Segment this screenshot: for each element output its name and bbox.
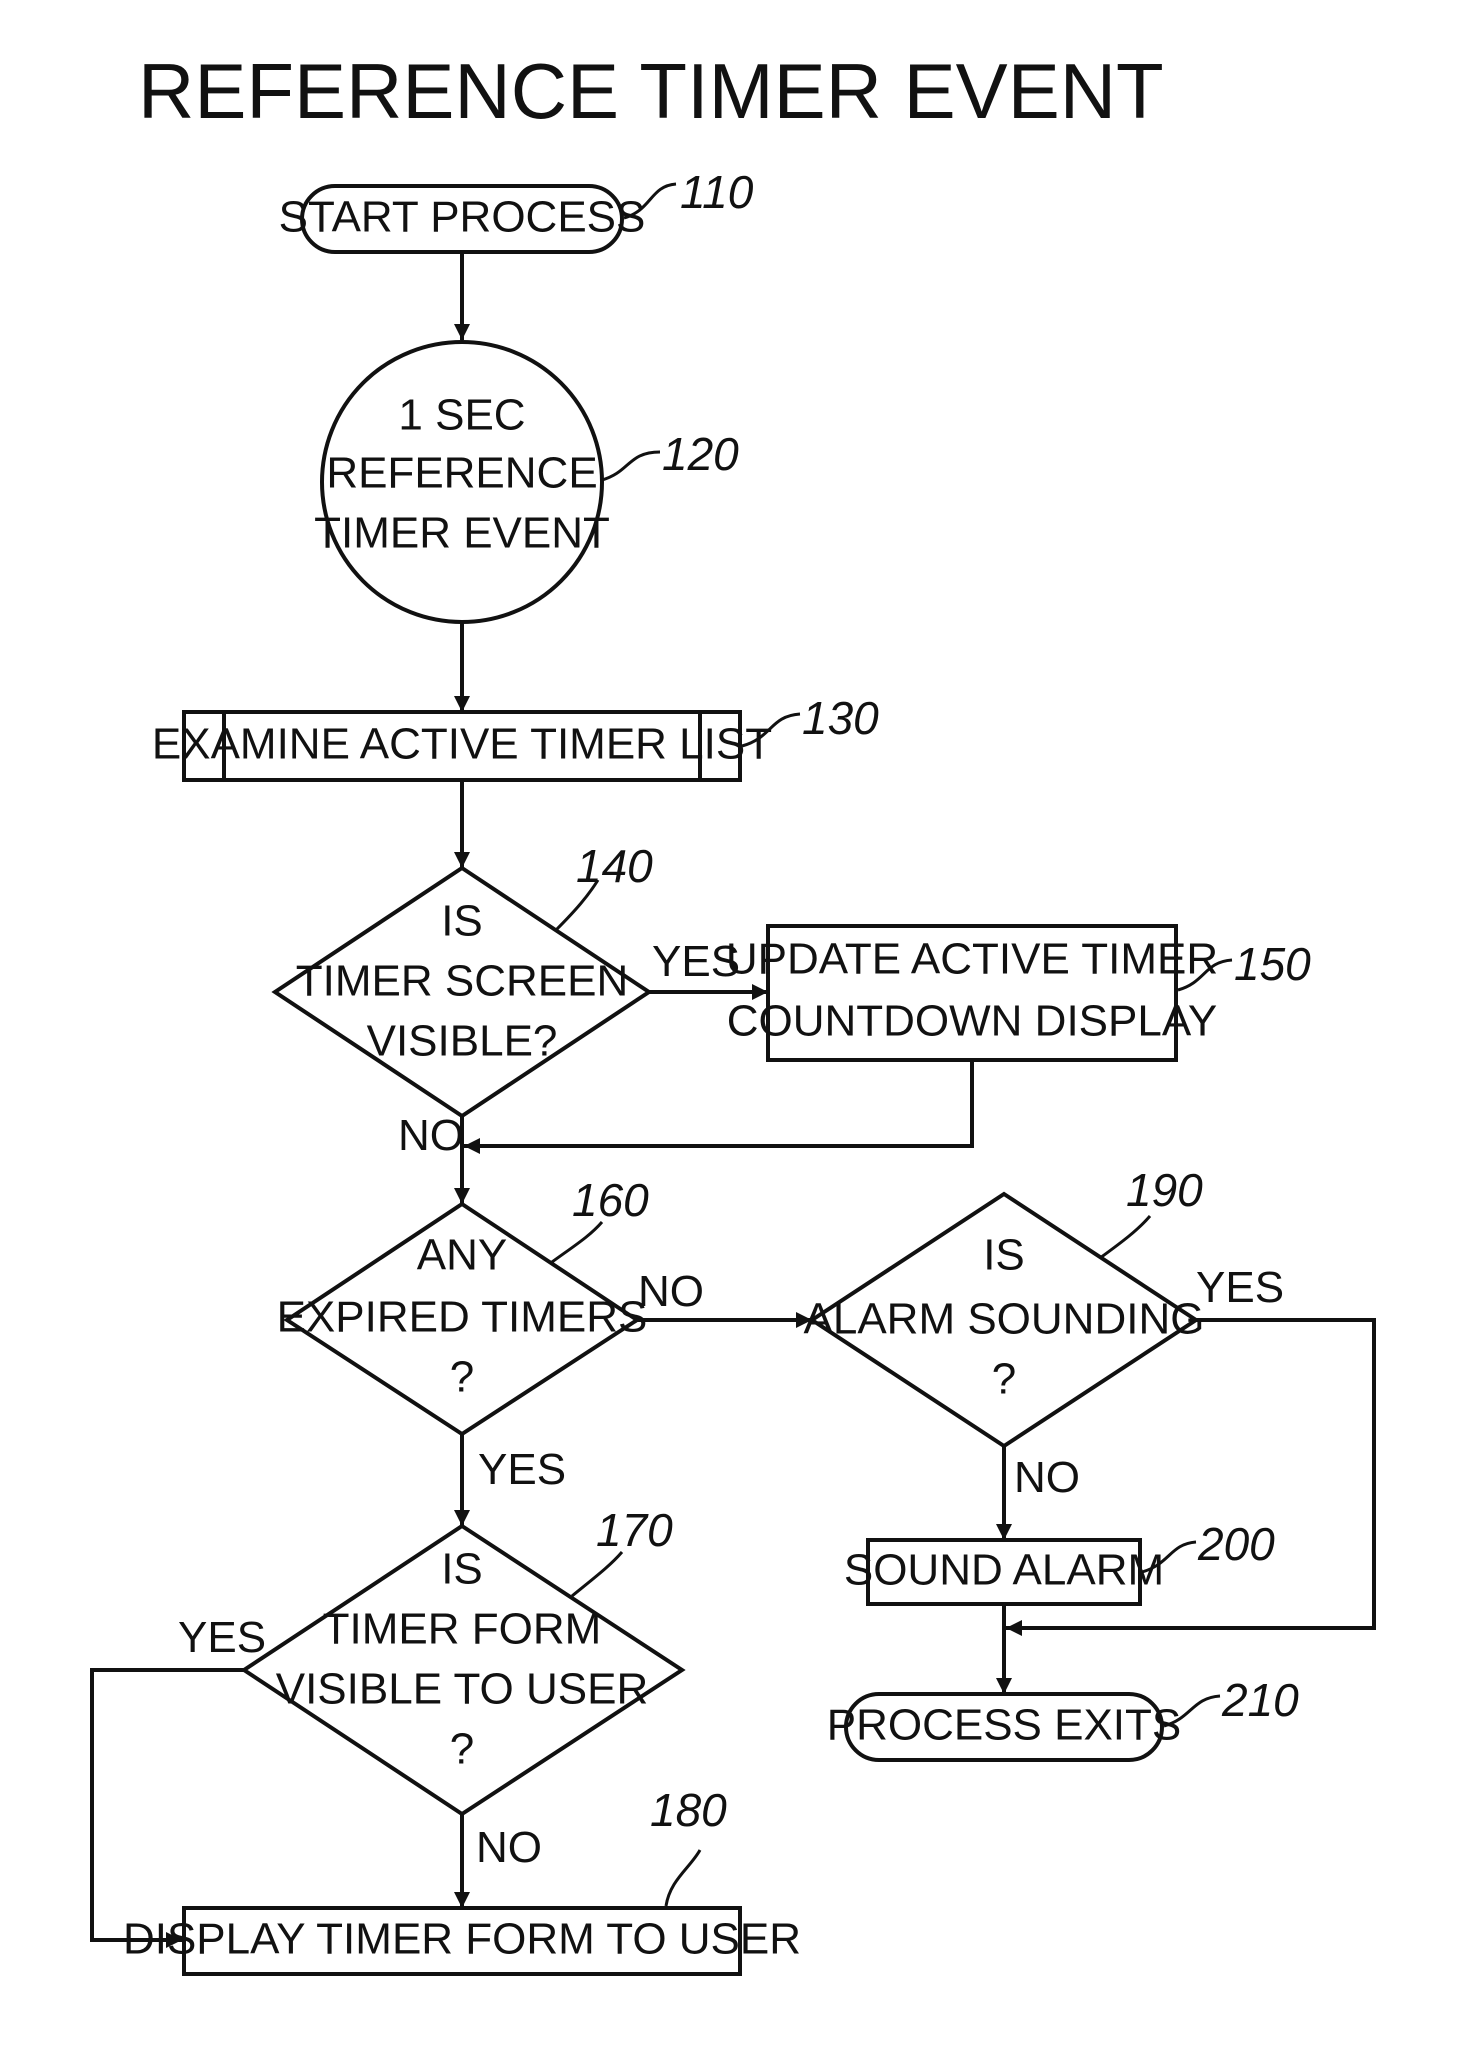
edge-label-form-no: NO [476,1823,542,1872]
screen-visible-line-1: IS [441,897,483,946]
ref-number-130: 130 [802,692,879,744]
ref-number-150: 150 [1234,938,1311,990]
timer-event-line-1: 1 SEC [398,391,525,440]
alarm-sounding-line-3: ? [992,1355,1016,1404]
ref-number-210: 210 [1221,1674,1299,1726]
node-alarm-sounding-decision: IS ALARM SOUNDING ? 190 [804,1164,1205,1446]
edge-label-alarm-no: NO [1014,1453,1080,1502]
expired-line-1: ANY [417,1231,507,1280]
examine-label: EXAMINE ACTIVE TIMER LIST [152,720,772,769]
screen-visible-line-3: VISIBLE? [367,1017,558,1066]
edge-label-expired-yes: YES [478,1445,566,1494]
ref-leader-190 [1100,1216,1150,1258]
ref-number-200: 200 [1197,1518,1275,1570]
ref-leader-170 [572,1552,622,1596]
node-examine-timer-list: EXAMINE ACTIVE TIMER LIST 130 [152,692,879,780]
edge-label-form-yes: YES [178,1613,266,1662]
form-visible-line-2: TIMER FORM [323,1605,602,1654]
node-process-exits: PROCESS EXITS 210 [827,1674,1299,1760]
form-visible-line-4: ? [450,1725,474,1774]
node-screen-visible-decision: IS TIMER SCREEN VISIBLE? 140 [275,840,653,1116]
sound-alarm-label: SOUND ALARM [844,1546,1164,1595]
node-timer-event: 1 SEC REFERENCE TIMER EVENT 120 [314,342,739,622]
ref-leader-180 [666,1850,700,1906]
update-line-2: COUNTDOWN DISPLAY [727,997,1218,1046]
ref-number-160: 160 [572,1174,649,1226]
screen-visible-line-2: TIMER SCREEN [296,957,628,1006]
ref-leader-160 [552,1222,602,1262]
node-expired-timers-decision: ANY EXPIRED TIMERS ? 160 [277,1174,650,1434]
node-form-visible-decision: IS TIMER FORM VISIBLE TO USER ? 170 [244,1504,682,1814]
diagram-title: REFERENCE TIMER EVENT [138,47,1164,135]
ref-number-180: 180 [650,1784,727,1836]
ref-leader-120 [602,452,660,480]
ref-number-140: 140 [576,840,653,892]
ref-number-120: 120 [662,428,739,480]
update-line-1: UPDATE ACTIVE TIMER [726,935,1218,984]
node-sound-alarm: SOUND ALARM 200 [844,1518,1275,1604]
node-update-display: UPDATE ACTIVE TIMER COUNTDOWN DISPLAY 15… [726,926,1311,1060]
node-start-process: START PROCESS 110 [279,166,754,252]
expired-line-2: EXPIRED TIMERS [277,1293,648,1342]
arrow-update-to-merge [464,1060,972,1146]
expired-line-3: ? [450,1353,474,1402]
form-visible-line-3: VISIBLE TO USER [276,1665,649,1714]
exit-label: PROCESS EXITS [827,1701,1182,1750]
edge-label-screen-no: NO [398,1111,464,1160]
alarm-sounding-line-2: ALARM SOUNDING [804,1295,1205,1344]
ref-number-170: 170 [596,1504,673,1556]
arrow-form-yes-to-display-form [92,1670,244,1940]
alarm-sounding-line-1: IS [983,1231,1025,1280]
display-form-label: DISPLAY TIMER FORM TO USER [123,1915,801,1964]
ref-number-190: 190 [1126,1164,1203,1216]
edge-label-expired-no: NO [638,1267,704,1316]
form-visible-line-1: IS [441,1545,483,1594]
edge-label-alarm-yes: YES [1196,1263,1284,1312]
start-label: START PROCESS [279,193,646,242]
timer-event-line-2: REFERENCE [326,449,597,498]
timer-event-line-3: TIMER EVENT [314,509,610,558]
ref-number-110: 110 [680,166,754,218]
